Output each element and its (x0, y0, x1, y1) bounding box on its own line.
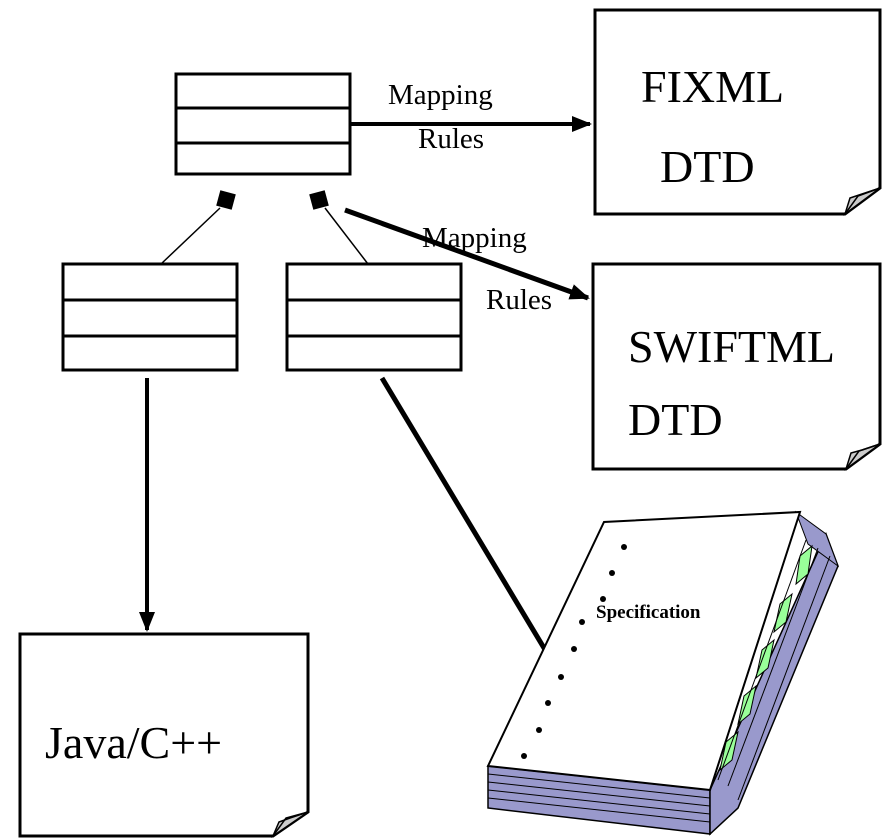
composition-marker-left (216, 190, 236, 210)
mapping-label-swiftml: Mapping (422, 222, 527, 254)
mapping-label-fixml: Mapping (388, 79, 493, 111)
child-class-box-left (61, 262, 239, 372)
rules-label-fixml: Rules (418, 123, 484, 155)
specification-book: Specification (486, 510, 840, 836)
arrow-to-swiftml (344, 207, 590, 301)
fixml-dtd-document: FIXML DTD (593, 8, 882, 216)
child-class-box-right (285, 262, 463, 372)
swiftml-label: SWIFTML (628, 321, 835, 372)
book-spine (709, 510, 840, 836)
composition-line-left (160, 207, 221, 265)
specification-label: Specification (596, 602, 701, 623)
fixml-label: FIXML (641, 61, 784, 112)
swiftml-dtd-document: SWIFTML DTD (591, 262, 882, 471)
composition-line-right (324, 207, 369, 265)
swiftml-dtd-label: DTD (628, 394, 723, 445)
rules-label-swiftml: Rules (486, 284, 552, 316)
java-cpp-label: Java/C++ (45, 717, 222, 768)
fixml-dtd-label: DTD (660, 141, 755, 192)
composition-marker-right (309, 190, 329, 210)
book-cover (486, 510, 802, 792)
parent-class-box (174, 72, 352, 176)
java-cpp-document: Java/C++ (18, 632, 310, 838)
arrow-to-specification (379, 376, 559, 670)
binding-dots (521, 544, 627, 759)
